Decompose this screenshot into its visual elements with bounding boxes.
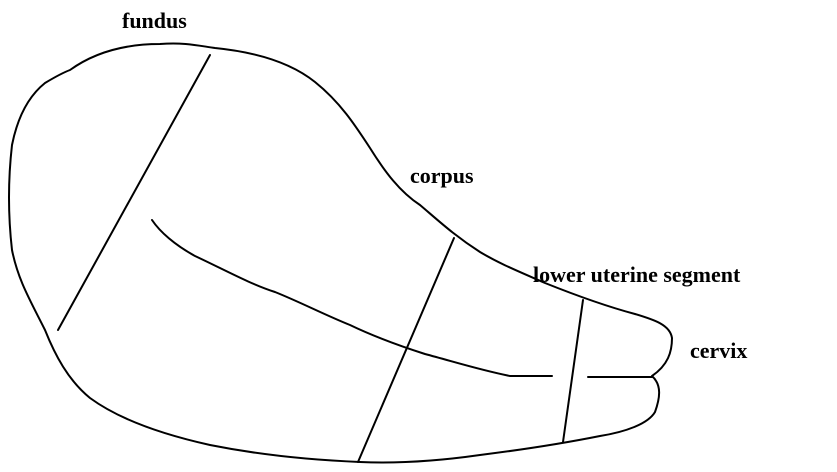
uterine-cavity-line xyxy=(151,219,553,377)
label-fundus: fundus xyxy=(122,8,187,33)
uterus-outline xyxy=(8,42,673,464)
label-cervix: cervix xyxy=(690,338,747,363)
label-corpus: corpus xyxy=(410,163,474,188)
fundus-divider-line xyxy=(57,54,211,331)
lower-segment-divider-line xyxy=(562,299,584,443)
label-lower-uterine-segment: lower uterine segment xyxy=(533,262,741,287)
corpus-divider-line xyxy=(357,237,455,463)
